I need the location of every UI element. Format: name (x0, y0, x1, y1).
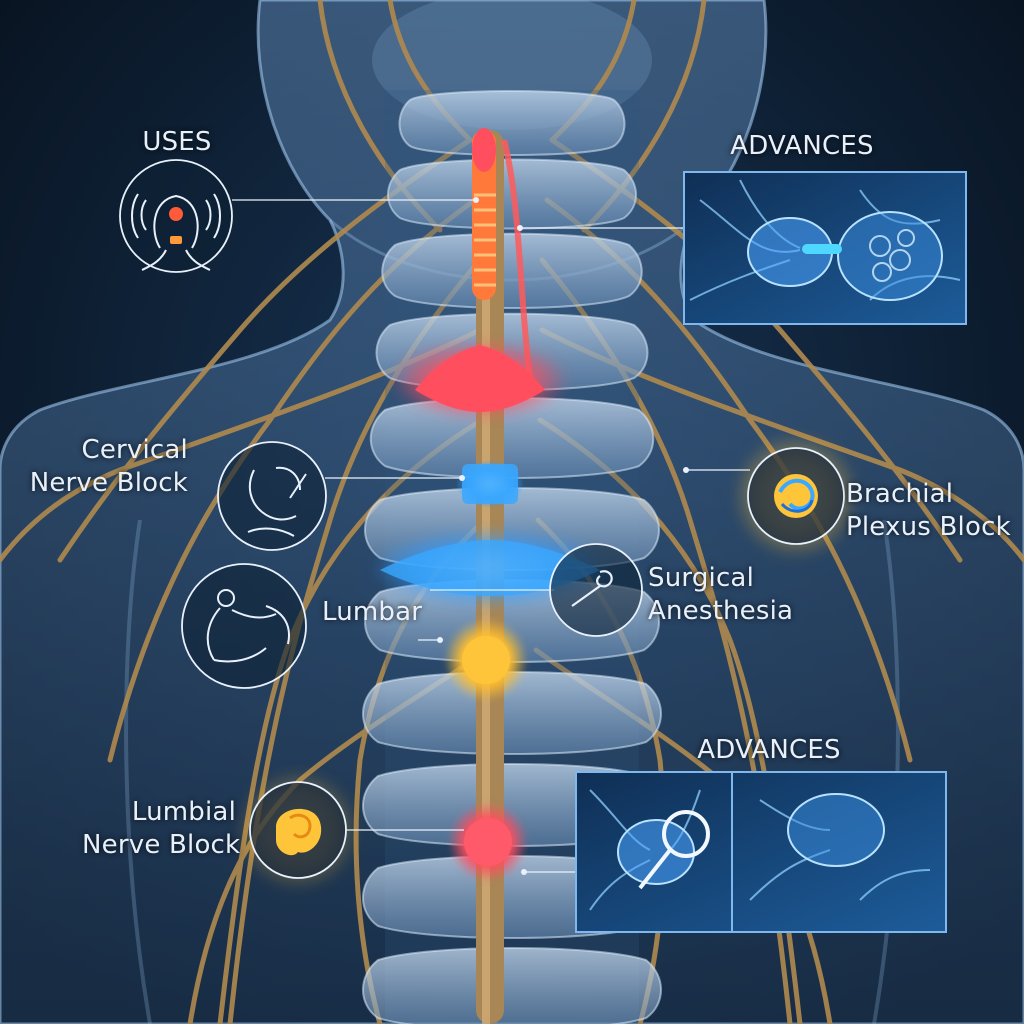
lumbial-nerve-block-label: Lumbial Nerve Block (82, 796, 241, 862)
magnifier-icon (638, 810, 710, 890)
brachial-plexus-block-label: Brachial Plexus Block (846, 478, 1011, 544)
cervical-label-line1: Cervical (81, 435, 188, 465)
marker-yellow (444, 618, 528, 702)
advances-heading-top: ADVANCES (730, 131, 874, 161)
lumbial-icon-badge (236, 768, 360, 892)
nerve-knot-icon (276, 808, 322, 856)
uses-icon-badge (119, 159, 233, 273)
head-with-signal-icon (131, 193, 221, 271)
marker-lower-red (448, 802, 528, 882)
marker-blue-upper (456, 460, 524, 508)
cervical-label-line2: Nerve Block (29, 468, 188, 498)
patient-back-icon (206, 589, 290, 663)
surgical-label-line1: Surgical (648, 563, 754, 593)
advances-panel-top (683, 171, 967, 325)
lumbar-icon-badge (181, 563, 307, 689)
brachial-label-line1: Brachial (846, 479, 954, 509)
brachial-icon-badge (732, 432, 860, 560)
lumbar-label: Lumbar (322, 597, 423, 627)
surgical-anesthesia-label: Surgical Anesthesia (648, 562, 794, 628)
advances-heading-bottom: ADVANCES (697, 735, 841, 765)
cervical-icon-badge (217, 441, 327, 551)
nerve-knot-icon (774, 474, 818, 518)
needle-hook-icon (571, 570, 613, 607)
lumbial-label-line2: Nerve Block (82, 830, 241, 860)
neck-injection-icon (247, 466, 307, 537)
surgical-label-line2: Anesthesia (648, 596, 794, 626)
leader-dots (437, 197, 689, 875)
cervical-nerve-block-label: Cervical Nerve Block (24, 434, 188, 500)
marker-upper-red (390, 340, 570, 420)
brachial-label-line2: Plexus Block (846, 512, 1011, 542)
surgical-icon-badge (549, 543, 643, 637)
uses-heading: USES (142, 127, 212, 157)
advances-panel-bottom (575, 771, 947, 933)
lumbial-label-line1: Lumbial (131, 797, 236, 827)
